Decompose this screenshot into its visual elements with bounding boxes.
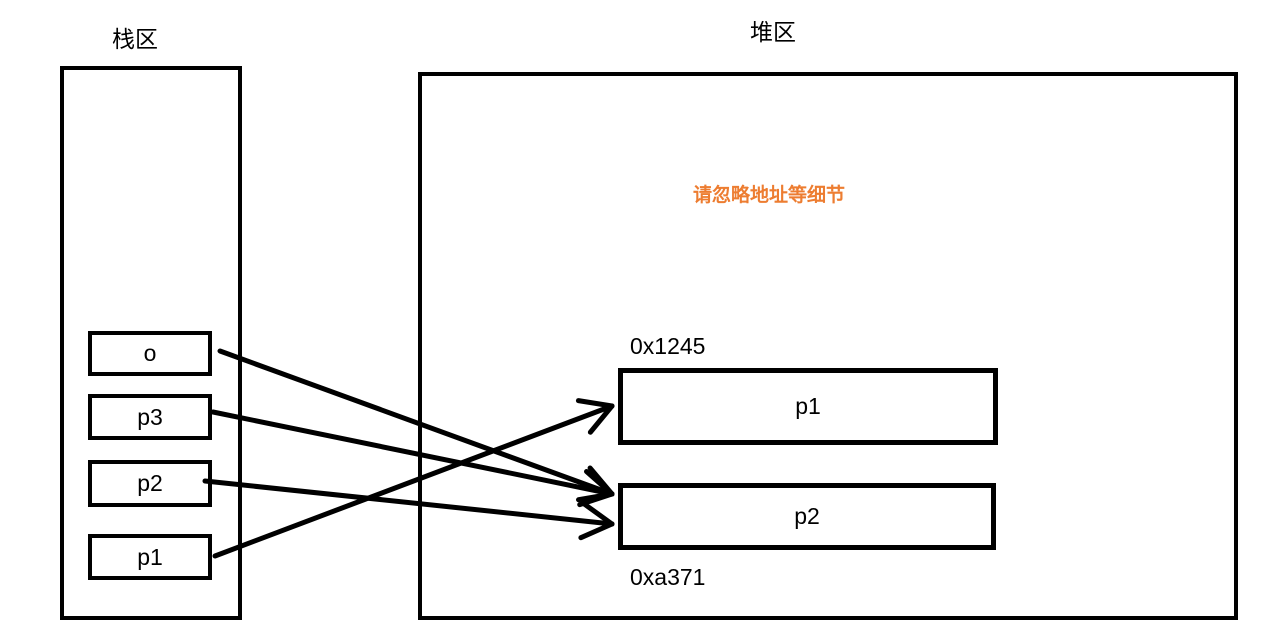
heap-address-label-p2: 0xa371 bbox=[630, 564, 706, 590]
heap-object-p1[interactable]: p1 bbox=[618, 368, 998, 445]
stack-variable-label: o bbox=[143, 340, 157, 366]
stack-variable-label: p1 bbox=[137, 543, 163, 570]
heap-address-label-p1: 0x1245 bbox=[630, 333, 706, 359]
stack-variable-p1[interactable]: p1 bbox=[88, 534, 212, 580]
heap-object-label: p2 bbox=[794, 503, 820, 529]
heap-object-p2[interactable]: p2 bbox=[618, 483, 996, 550]
stack-variable-label: p3 bbox=[137, 403, 163, 430]
stack-region-label: 栈区 bbox=[112, 26, 158, 52]
stack-variable-o[interactable]: o bbox=[88, 331, 212, 376]
heap-region-box bbox=[418, 72, 1238, 620]
heap-object-label: p1 bbox=[795, 393, 821, 419]
stack-region-box bbox=[60, 66, 242, 620]
heap-region-label: 堆区 bbox=[750, 19, 796, 45]
stack-variable-p3[interactable]: p3 bbox=[88, 394, 212, 440]
stack-variable-p2[interactable]: p2 bbox=[88, 460, 212, 507]
stack-variable-label: p2 bbox=[137, 470, 163, 496]
heap-note-text: 请忽略地址等细节 bbox=[693, 185, 846, 206]
